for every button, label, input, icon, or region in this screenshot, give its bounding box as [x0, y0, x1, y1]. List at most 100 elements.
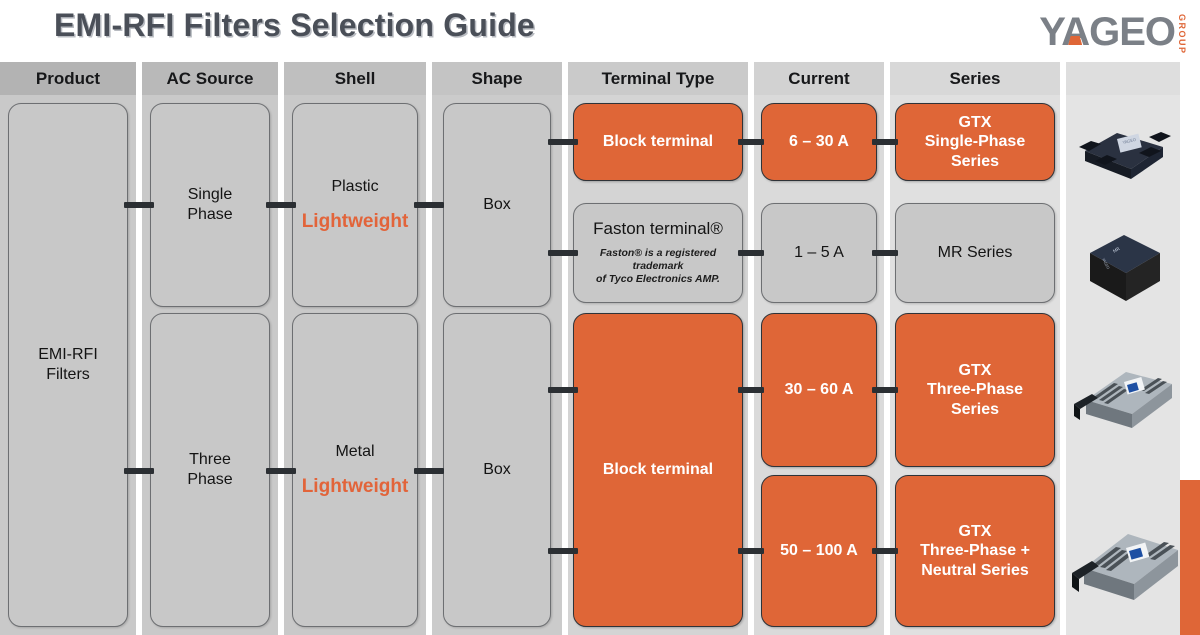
- connector-shape-bottom-to-block-terminal: [548, 387, 578, 393]
- connector-block-bottom-to-current-30-60: [738, 387, 764, 393]
- node-series-gtx-single-line2: Single-Phase: [924, 133, 1026, 151]
- gtx-three-phase-filter-photo: [1068, 352, 1178, 442]
- title-bar: EMI-RFI Filters Selection Guide YAGEO GR…: [0, 0, 1200, 62]
- node-product-line1: EMI-RFI: [38, 346, 98, 364]
- selection-guide-board: Product EMI-RFI Filters AC Source Single…: [0, 62, 1200, 635]
- column-header-series-label: Series: [949, 68, 1001, 88]
- node-shell-metal-material: Metal: [335, 443, 375, 461]
- node-ac-three-line2: Phase: [187, 471, 233, 488]
- node-terminal-block-bottom-label: Block terminal: [602, 461, 714, 479]
- column-product: Product EMI-RFI Filters: [0, 62, 136, 635]
- connector-ac-three-to-shell-metal: [266, 468, 296, 474]
- column-header-current-label: Current: [788, 68, 850, 88]
- node-current-50-100a[interactable]: 50 – 100 A: [761, 475, 877, 627]
- connector-block-top-to-current-6-30: [738, 139, 764, 145]
- connector-shell-metal-to-shape-bottom: [414, 468, 444, 474]
- page-title: EMI-RFI Filters Selection Guide: [54, 7, 535, 43]
- node-shape-box-bottom-label: Box: [483, 461, 511, 479]
- node-shell-plastic[interactable]: Plastic Lightweight: [292, 103, 418, 307]
- gtx-single-phase-filter-photo: YAGEO: [1071, 117, 1175, 187]
- node-series-gtx-single-line3: Series: [950, 152, 1000, 170]
- column-header-current: Current: [754, 62, 884, 95]
- node-series-mr-label: MR Series: [937, 244, 1013, 262]
- node-terminal-faston-note-line1: Faston® is a registered trademark: [599, 247, 717, 273]
- column-series: Series GTX Single-Phase Series MR Series…: [890, 62, 1060, 635]
- node-shell-metal-highlight: Lightweight: [301, 475, 409, 497]
- node-terminal-faston[interactable]: Faston terminal® Faston® is a registered…: [573, 203, 743, 303]
- node-shape-box-top[interactable]: Box: [443, 103, 551, 307]
- column-product-photos: YAGEO MR YAGEO: [1066, 62, 1180, 635]
- column-header-shell: Shell: [284, 62, 426, 95]
- node-series-gtx-three-n-line2: Three-Phase +: [920, 542, 1030, 560]
- node-series-gtx-three-line1: GTX: [958, 361, 992, 379]
- node-terminal-block-top[interactable]: Block terminal: [573, 103, 743, 181]
- column-header-shape-label: Shape: [471, 68, 523, 88]
- node-ac-single-phase[interactable]: Single Phase: [150, 103, 270, 307]
- node-series-gtx-three-line2: Three-Phase: [926, 381, 1024, 399]
- node-series-gtx-single-phase[interactable]: GTX Single-Phase Series: [895, 103, 1055, 181]
- gtx-three-phase-neutral-filter-photo: [1066, 512, 1184, 608]
- connector-ac-single-to-shell-plastic: [266, 202, 296, 208]
- connector-shape-top-to-block-terminal: [548, 139, 578, 145]
- right-edge-orange-tab: [1180, 480, 1200, 635]
- node-terminal-block-bottom[interactable]: Block terminal: [573, 313, 743, 627]
- node-ac-three-phase[interactable]: Three Phase: [150, 313, 270, 627]
- node-current-30-60a[interactable]: 30 – 60 A: [761, 313, 877, 467]
- column-header-terminal-type-label: Terminal Type: [601, 68, 715, 88]
- node-terminal-block-top-label: Block terminal: [602, 133, 714, 151]
- column-header-product-label: Product: [35, 68, 101, 88]
- logo-group-text: GROUP: [1177, 14, 1187, 55]
- node-series-gtx-three-n-line3: Neutral Series: [921, 561, 1029, 579]
- connector-shell-plastic-to-shape-top: [414, 202, 444, 208]
- column-header-shell-label: Shell: [334, 68, 376, 88]
- node-series-gtx-three-phase-neutral[interactable]: GTX Three-Phase + Neutral Series: [895, 475, 1055, 627]
- connector-current-30-60-to-gtx-three: [872, 387, 898, 393]
- column-terminal-type: Terminal Type Block terminal Faston term…: [568, 62, 748, 635]
- connector-current-50-100-to-gtx-three-n: [872, 548, 898, 554]
- connector-shape-top-to-faston: [548, 250, 578, 256]
- node-product-emi-rfi-filters[interactable]: EMI-RFI Filters: [8, 103, 128, 627]
- column-ac-source: AC Source Single Phase Three Phase: [142, 62, 278, 635]
- column-header-ac-source: AC Source: [142, 62, 278, 95]
- column-header-series: Series: [890, 62, 1060, 95]
- node-current-6-30a-label: 6 – 30 A: [789, 133, 849, 151]
- logo-wordmark: YAGEO: [1039, 10, 1176, 54]
- svg-text:MR: MR: [1112, 246, 1121, 255]
- node-shell-metal[interactable]: Metal Lightweight: [292, 313, 418, 627]
- node-current-1-5a[interactable]: 1 – 5 A: [761, 203, 877, 303]
- logo-accent-icon: [1068, 36, 1083, 45]
- node-shell-plastic-material: Plastic: [331, 178, 379, 196]
- column-shell: Shell Plastic Lightweight Metal Lightwei…: [284, 62, 426, 635]
- column-shape: Shape Box Box: [432, 62, 562, 635]
- node-current-50-100a-label: 50 – 100 A: [780, 542, 858, 560]
- node-series-gtx-three-phase[interactable]: GTX Three-Phase Series: [895, 313, 1055, 467]
- node-ac-single-line1: Single: [187, 186, 233, 204]
- node-shape-box-bottom[interactable]: Box: [443, 313, 551, 627]
- connector-product-to-ac-single: [124, 202, 154, 208]
- connector-current-1-5-to-mr: [872, 250, 898, 256]
- node-current-30-60a-label: 30 – 60 A: [784, 381, 854, 399]
- node-series-gtx-three-n-line1: GTX: [958, 522, 992, 540]
- logo-wordmark-text: YAGEO: [1039, 10, 1176, 54]
- node-terminal-faston-note-line2: of Tyco Electronics AMP.: [596, 273, 720, 286]
- node-current-6-30a[interactable]: 6 – 30 A: [761, 103, 877, 181]
- connector-current-6-30-to-gtx-single: [872, 139, 898, 145]
- connector-block-bottom-to-current-50-100: [738, 548, 764, 554]
- node-series-gtx-three-line3: Series: [950, 400, 1000, 418]
- svg-text:YAGEO: YAGEO: [1121, 137, 1136, 145]
- node-shell-plastic-highlight: Lightweight: [301, 210, 409, 232]
- node-series-gtx-single-line1: GTX: [958, 113, 992, 131]
- column-header-terminal-type: Terminal Type: [568, 62, 748, 95]
- column-header-product: Product: [0, 62, 136, 95]
- connector-product-to-ac-three: [124, 468, 154, 474]
- node-current-1-5a-label: 1 – 5 A: [794, 244, 844, 262]
- column-header-ac-source-label: AC Source: [166, 68, 254, 88]
- node-terminal-faston-label: Faston terminal®: [593, 219, 723, 239]
- node-series-mr[interactable]: MR Series: [895, 203, 1055, 303]
- connector-shape-bottom-to-block-terminal-2: [548, 548, 578, 554]
- column-current: Current 6 – 30 A 1 – 5 A 30 – 60 A 50 – …: [754, 62, 884, 635]
- mr-series-module-photo: MR YAGEO: [1080, 227, 1170, 303]
- yageo-logo: YAGEO GROUP: [1039, 10, 1187, 55]
- node-shape-box-top-label: Box: [483, 196, 511, 214]
- node-ac-single-line2: Phase: [187, 206, 233, 223]
